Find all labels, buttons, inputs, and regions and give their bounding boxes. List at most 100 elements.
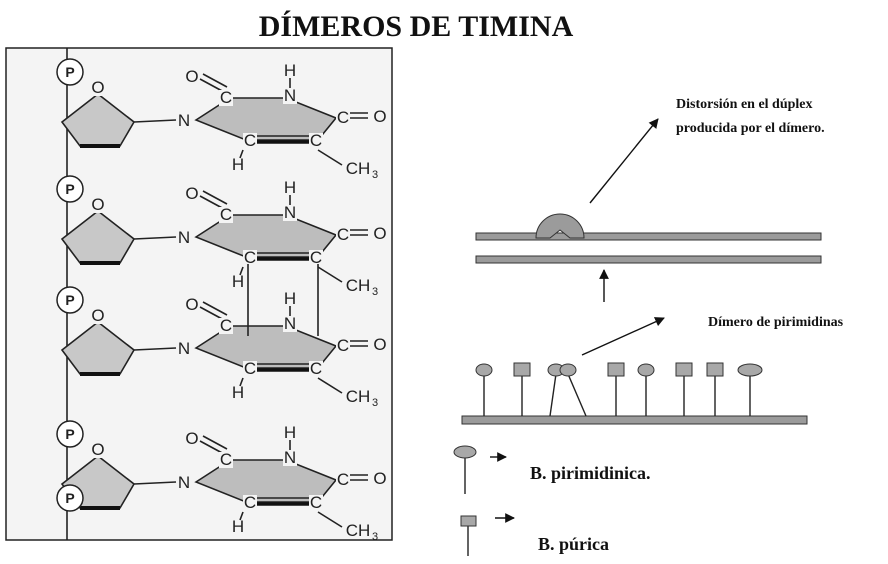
phosphate-label: P (65, 426, 74, 442)
phosphate-circle (56, 484, 84, 512)
nh-hydrogen: H (284, 178, 296, 197)
atom-bg (219, 90, 233, 106)
ring-nitrogen: N (284, 314, 296, 333)
single-strand-backbone (461, 415, 808, 425)
nh-hydrogen: H (284, 423, 296, 442)
atom-bg (177, 341, 191, 357)
base-stem (549, 373, 557, 417)
ch-hydrogen: H (232, 517, 244, 536)
ring-carbon: C (337, 225, 349, 244)
ch-hydrogen: H (232, 155, 244, 174)
distortion-arrow (589, 118, 659, 204)
sugar-o-bg (90, 442, 106, 458)
ring-nitrogen: N (284, 86, 296, 105)
nh-hydrogen: H (284, 289, 296, 308)
carbonyl-oxygen: O (373, 224, 386, 243)
ring-nitrogen: N (178, 228, 190, 247)
nh-hydrogen: H (284, 61, 296, 80)
ring-carbon: C (337, 108, 349, 127)
atom-bg (309, 361, 323, 377)
carbonyl-bond (202, 301, 228, 316)
methyl-bond (317, 149, 343, 166)
phosphate-label: P (65, 64, 74, 80)
glycosidic-bond (133, 119, 177, 123)
sugar-ring (60, 209, 136, 264)
atom-bg (219, 318, 233, 334)
atom-bg (283, 88, 297, 104)
base-stem (567, 373, 587, 417)
distortion-label-line1: Distorsión en el dúplex (676, 97, 813, 112)
carbonyl-oxygen: O (373, 335, 386, 354)
legend: B. pirimidinica. B. púrica (453, 445, 651, 556)
ch-hydrogen: H (232, 383, 244, 402)
carbonyl-oxygen: O (185, 67, 198, 86)
carbonyl-oxygen: O (185, 295, 198, 314)
pyrimidine-base (637, 363, 655, 377)
legend-purine-symbol (460, 515, 477, 527)
atom-bg (243, 361, 257, 377)
methyl-bond (317, 266, 343, 283)
ring-carbon: C (310, 493, 322, 512)
purine-base (675, 362, 693, 377)
methyl-group: CH (346, 521, 371, 540)
ring-nitrogen: N (178, 339, 190, 358)
methyl-subscript: 3 (372, 286, 378, 298)
ring-nitrogen: N (178, 111, 190, 130)
atom-bg (336, 110, 350, 126)
glycosidic-bond (133, 236, 177, 240)
legend-pyrimidine-symbol (453, 445, 477, 459)
carbonyl-oxygen: O (185, 184, 198, 203)
ch-bond (239, 149, 244, 159)
legend-purine-label: B. púrica (538, 534, 609, 554)
legend-pyrimidine-label: B. pirimidinica. (530, 463, 651, 483)
purine-base (513, 362, 531, 377)
distortion-label-line2: producida por el dímero. (676, 121, 825, 136)
methyl-bond (317, 377, 343, 394)
atom-bg (309, 495, 323, 511)
ring-nitrogen: N (284, 448, 296, 467)
ch-bond (239, 377, 244, 387)
atom-bg (336, 472, 350, 488)
atom-bg (243, 133, 257, 149)
ring-carbon: C (310, 359, 322, 378)
ring-carbon: C (244, 493, 256, 512)
atom-bg (309, 250, 323, 266)
sugar-oxygen: O (91, 306, 104, 325)
dimer-label: Dímero de pirimidinas (708, 315, 844, 330)
pyrimidine-base (737, 363, 763, 377)
dimer-arrow (581, 317, 665, 356)
methyl-group: CH (346, 387, 371, 406)
phosphate-circle (56, 420, 84, 448)
phosphate-circle (56, 286, 84, 314)
ch-bond (239, 266, 244, 276)
sugar-o-bg (90, 308, 106, 324)
purine-base (607, 362, 625, 377)
sugar-o-bg (90, 197, 106, 213)
carbonyl-bond (199, 440, 225, 455)
atom-bg (336, 338, 350, 354)
duplex-bottom-strand (475, 255, 822, 264)
sugar-o-bg (90, 80, 106, 96)
sugar-ring (60, 320, 136, 375)
ring-nitrogen: N (284, 203, 296, 222)
page-title: DÍMEROS DE TIMINA (259, 10, 574, 43)
atom-bg (243, 250, 257, 266)
methyl-subscript: 3 (372, 531, 378, 543)
atom-bg (243, 495, 257, 511)
ring-carbon: C (337, 470, 349, 489)
single-strand (461, 362, 808, 425)
atom-bg (283, 205, 297, 221)
carbonyl-bond (199, 78, 225, 93)
sugar-oxygen: O (91, 195, 104, 214)
methyl-bond (317, 511, 343, 528)
carbonyl-bond (202, 190, 228, 205)
phosphate-circle (56, 175, 84, 203)
pyrimidine-base (475, 363, 493, 377)
methyl-subscript: 3 (372, 397, 378, 409)
atom-bg (177, 475, 191, 491)
ring-nitrogen: N (178, 473, 190, 492)
methyl-group: CH (346, 159, 371, 178)
